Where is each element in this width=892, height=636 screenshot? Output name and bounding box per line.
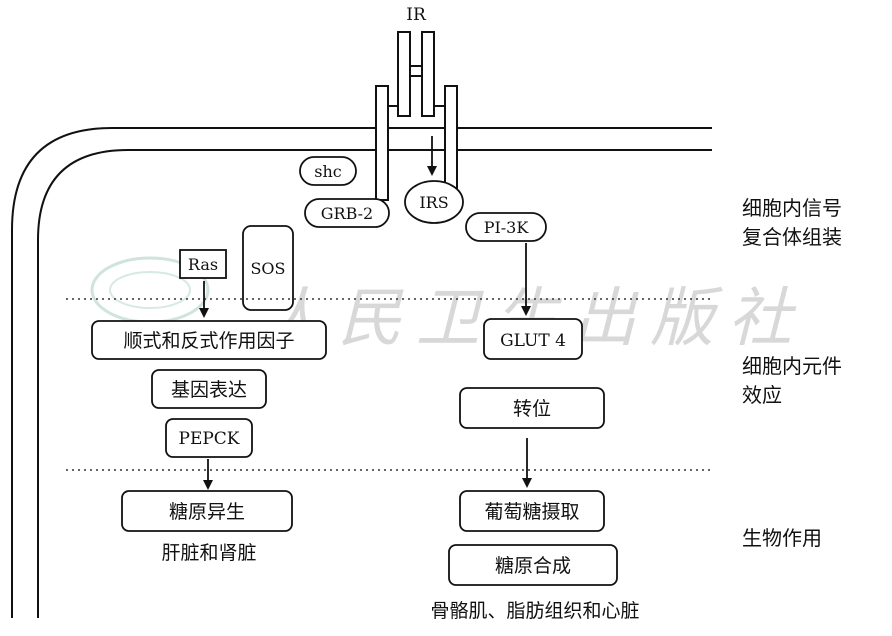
svg-text:糖原异生: 糖原异生 [169, 501, 245, 523]
svg-text:顺式和反式作用因子: 顺式和反式作用因子 [123, 330, 294, 352]
glut4-box: GLUT 4 [483, 318, 583, 360]
svg-text:PI-3K: PI-3K [484, 218, 530, 237]
grb2-node: GRB-2 [304, 198, 390, 228]
glucose-uptake-box: 葡萄糖摄取 [459, 490, 605, 532]
cell-membrane [11, 127, 712, 618]
svg-text:GLUT 4: GLUT 4 [500, 331, 566, 351]
svg-text:转位: 转位 [513, 398, 551, 420]
tissue-label-muscle-fat-heart: 骨骼肌、脂肪组织和心脏 [430, 600, 639, 622]
receptor-label: IR [406, 5, 427, 25]
svg-text:GRB-2: GRB-2 [321, 204, 373, 223]
gluconeogenesis-box: 糖原异生 [121, 490, 293, 532]
glycogen-synthesis-box: 糖原合成 [448, 544, 618, 586]
svg-text:糖原合成: 糖原合成 [495, 555, 571, 577]
gene-expression-box: 基因表达 [151, 369, 267, 409]
stage-label-biological: 生物作用 [742, 526, 822, 550]
svg-text:shc: shc [314, 162, 342, 181]
svg-text:基因表达: 基因表达 [171, 379, 247, 401]
insulin-receptor [375, 31, 458, 201]
pi3k-node: PI-3K [465, 212, 547, 242]
stage-label-signal-line1: 细胞内信号 [742, 196, 842, 220]
svg-text:SOS: SOS [250, 259, 285, 278]
svg-text:IRS: IRS [419, 193, 448, 212]
ras-node: Ras [179, 249, 227, 279]
shc-node: shc [299, 156, 357, 186]
translocation-box: 转位 [459, 387, 605, 429]
svg-text:Ras: Ras [188, 255, 218, 274]
tissue-label-liver-kidney: 肝脏和肾脏 [161, 542, 256, 564]
cis-trans-factor-box: 顺式和反式作用因子 [91, 320, 327, 360]
svg-text:PEPCK: PEPCK [179, 429, 240, 449]
stage-label-effect-line2: 效应 [742, 383, 782, 407]
sos-node: SOS [242, 225, 294, 311]
stage-label-effect-line1: 细胞内元件 [742, 354, 842, 378]
svg-text:葡萄糖摄取: 葡萄糖摄取 [484, 501, 579, 523]
pepck-box: PEPCK [165, 418, 253, 458]
irs-node: IRS [404, 180, 464, 224]
stage-label-signal-line2: 复合体组装 [742, 225, 842, 249]
